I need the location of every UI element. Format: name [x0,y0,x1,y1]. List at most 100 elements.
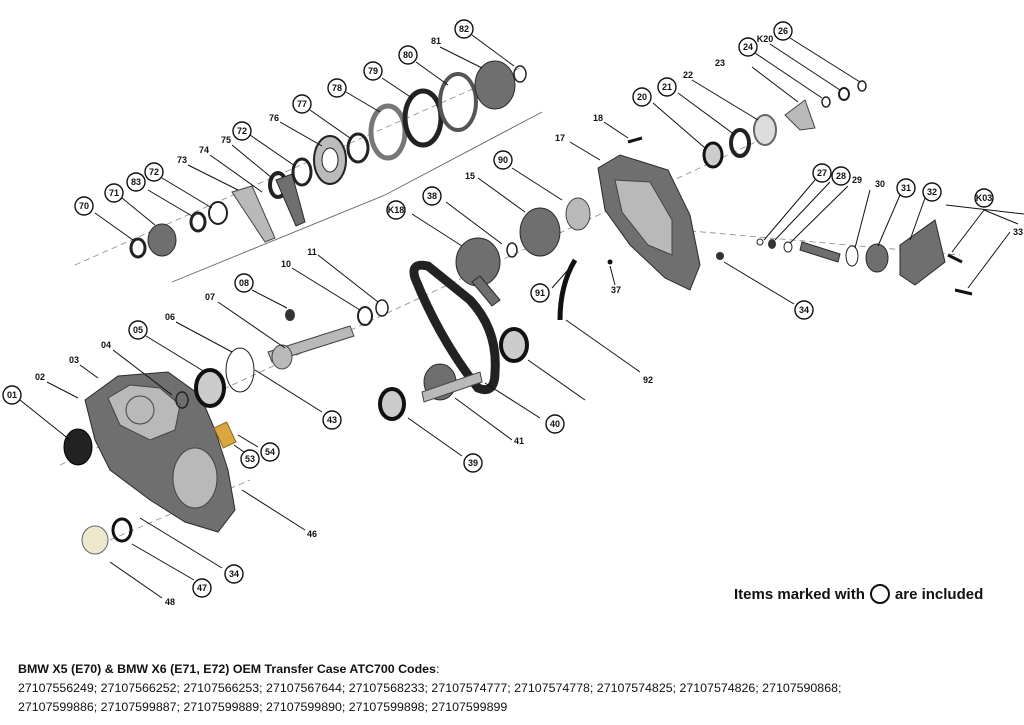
callout-11: 11 [307,247,317,257]
callout-number: 04 [101,340,111,350]
callout-32: 32 [922,182,942,202]
callout-number: 34 [229,569,239,579]
callout-number: 39 [468,458,478,468]
callout-k18: K18 [386,200,406,220]
callout-17: 17 [555,133,565,143]
callout-40: 40 [545,414,565,434]
callout-24: 24 [738,37,758,57]
legend-text-before: Items marked with [734,585,865,603]
output-shaft-part [421,363,483,403]
callout-number: 15 [465,171,475,181]
callout-circle-icon [974,188,994,208]
output-flange-parts [702,80,867,169]
callout-number: 11 [307,247,317,257]
callout-number: 72 [237,126,247,136]
callout-circle-icon [738,37,758,57]
callout-number: 72 [149,167,159,177]
upper-shaft-parts [129,60,527,259]
callout-number: 78 [332,83,342,93]
callout-number: 27 [817,168,827,178]
callout-circle-icon [327,78,347,98]
callout-number: 10 [281,259,291,269]
callout-number: 75 [221,135,231,145]
callout-31: 31 [896,178,916,198]
callout-number: 34 [799,305,809,315]
callout-circle-icon [322,410,342,430]
callout-circle-icon [493,150,513,170]
callout-91: 91 [530,283,550,303]
callout-28: 28 [831,166,851,186]
callout-circle-icon [224,564,244,584]
rear-housing-part [597,154,701,291]
callout-number: 28 [836,171,846,181]
callout-number: 92 [643,375,653,385]
callout-71: 71 [104,183,124,203]
callout-number: 73 [177,155,187,165]
callout-82: 82 [454,19,474,39]
callout-43: 43 [322,410,342,430]
callout-number: 06 [165,312,175,322]
callout-48: 48 [165,597,175,607]
callout-53: 53 [240,449,260,469]
callout-circle-icon [794,300,814,320]
callout-41: 41 [514,436,524,446]
callout-number: 31 [901,183,911,193]
callout-circle-icon [2,385,22,405]
callout-number: 07 [205,292,215,302]
callout-08: 08 [234,273,254,293]
codes-title-line: BMW X5 (E70) & BMW X6 (E71, E72) OEM Tra… [18,660,1014,679]
callout-15: 15 [465,171,475,181]
callout-01: 01 [2,385,22,405]
callout-number: 48 [165,597,175,607]
callout-34-alt: 34 [794,300,814,320]
callout-number: 46 [307,529,317,539]
callout-22: 22 [683,70,693,80]
callout-72: 72 [144,162,164,182]
callout-circle-icon [128,320,148,340]
callout-number: 29 [852,175,862,185]
callout-number: 08 [239,278,249,288]
callout-number: 53 [245,454,255,464]
leader-lines [19,34,1024,599]
callout-number: 91 [535,288,545,298]
section-divider-line [171,111,543,283]
callout-number: 54 [265,447,275,457]
callout-number: 47 [197,583,207,593]
callout-number: 82 [459,24,469,34]
callout-circle-icon [545,414,565,434]
callout-circle-icon [657,77,677,97]
callout-number: 26 [778,26,788,36]
callout-number: K03 [976,193,993,203]
callout-number: 83 [131,177,141,187]
input-shaft-part [267,299,389,370]
callout-circle-icon [240,449,260,469]
callout-circle-icon [104,183,124,203]
callout-number: 02 [35,372,45,382]
callout-83: 83 [126,172,146,192]
legend-text-after: are included [894,585,984,603]
callout-79: 79 [363,61,383,81]
callout-circle-icon [126,172,146,192]
oem-codes-block: BMW X5 (E70) & BMW X6 (E71, E72) OEM Tra… [18,660,1014,717]
callout-circle-icon [260,442,280,462]
callout-number: 74 [199,145,209,155]
callout-circle-icon [398,45,418,65]
callout-number: 79 [368,66,378,76]
callout-92: 92 [643,375,653,385]
callout-circle-icon [896,178,916,198]
callout-10: 10 [281,259,291,269]
callout-number: 41 [514,436,524,446]
callout-number: 77 [297,99,307,109]
callout-number: 21 [662,82,672,92]
callout-circle-icon [234,273,254,293]
hose-92 [557,258,578,321]
callout-number: 30 [875,179,885,189]
callout-number: 76 [269,113,279,123]
callout-04: 04 [101,340,111,350]
callout-circle-icon [144,162,164,182]
callout-37: 37 [611,285,621,295]
callout-18: 18 [593,113,603,123]
bearings-lower [175,309,529,421]
callout-27: 27 [812,163,832,183]
callout-33: 33 [1013,227,1023,237]
